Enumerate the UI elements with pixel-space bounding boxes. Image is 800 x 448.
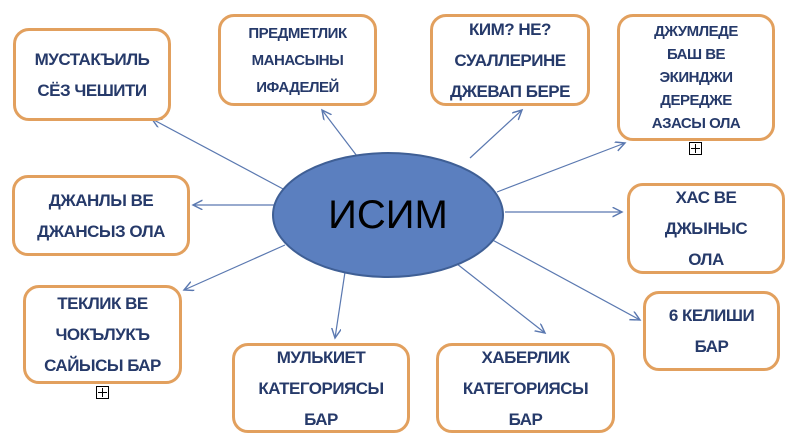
arrow — [496, 143, 625, 193]
node-possessive: МУЛЬКИЕТ КАТЕГОРИЯСЫ БАР — [232, 343, 410, 433]
center-label: ИСИМ — [328, 192, 448, 237]
node-number: ТЕКЛИК ВЕ ЧОКЪЛУКЪ САЙЫСЫ БАР — [23, 285, 182, 384]
arrow — [335, 271, 346, 338]
arrow — [486, 236, 640, 320]
node-animate: ДЖАНЛЫ ВЕ ДЖАНСЫЗ ОЛА — [12, 175, 190, 256]
node-predicative: ХАБЕРЛИК КАТЕГОРИЯСЫ БАР — [436, 343, 615, 433]
move-handle-icon[interactable] — [96, 386, 109, 399]
arrow — [322, 110, 361, 161]
node-subject-meaning: ПРЕДМЕТЛИК МАНАСЫНЫ ИФАДЕЛЕЙ — [218, 14, 377, 106]
move-handle-icon[interactable] — [689, 142, 702, 155]
node-cases: 6 КЕЛИШИ БАР — [643, 291, 780, 371]
node-proper-common: ХАС ВЕ ДЖЫНЫС ОЛА — [627, 183, 785, 274]
arrow — [451, 259, 545, 333]
node-independent-word: МУСТАКЪИЛЬ СЁЗ ЧЕШИТИ — [13, 28, 171, 121]
arrow — [469, 110, 522, 159]
arrow — [152, 119, 286, 191]
arrow — [184, 244, 286, 290]
center-ellipse — [272, 152, 504, 278]
node-sentence-member: ДЖУМЛЕДЕ БАШ ВЕ ЭКИНДЖИ ДЕРЕДЖЕ АЗАСЫ ОЛ… — [617, 14, 775, 141]
node-questions: КИМ? НЕ? СУАЛЛЕРИНЕ ДЖЕВАП БЕРЕ — [430, 14, 590, 106]
